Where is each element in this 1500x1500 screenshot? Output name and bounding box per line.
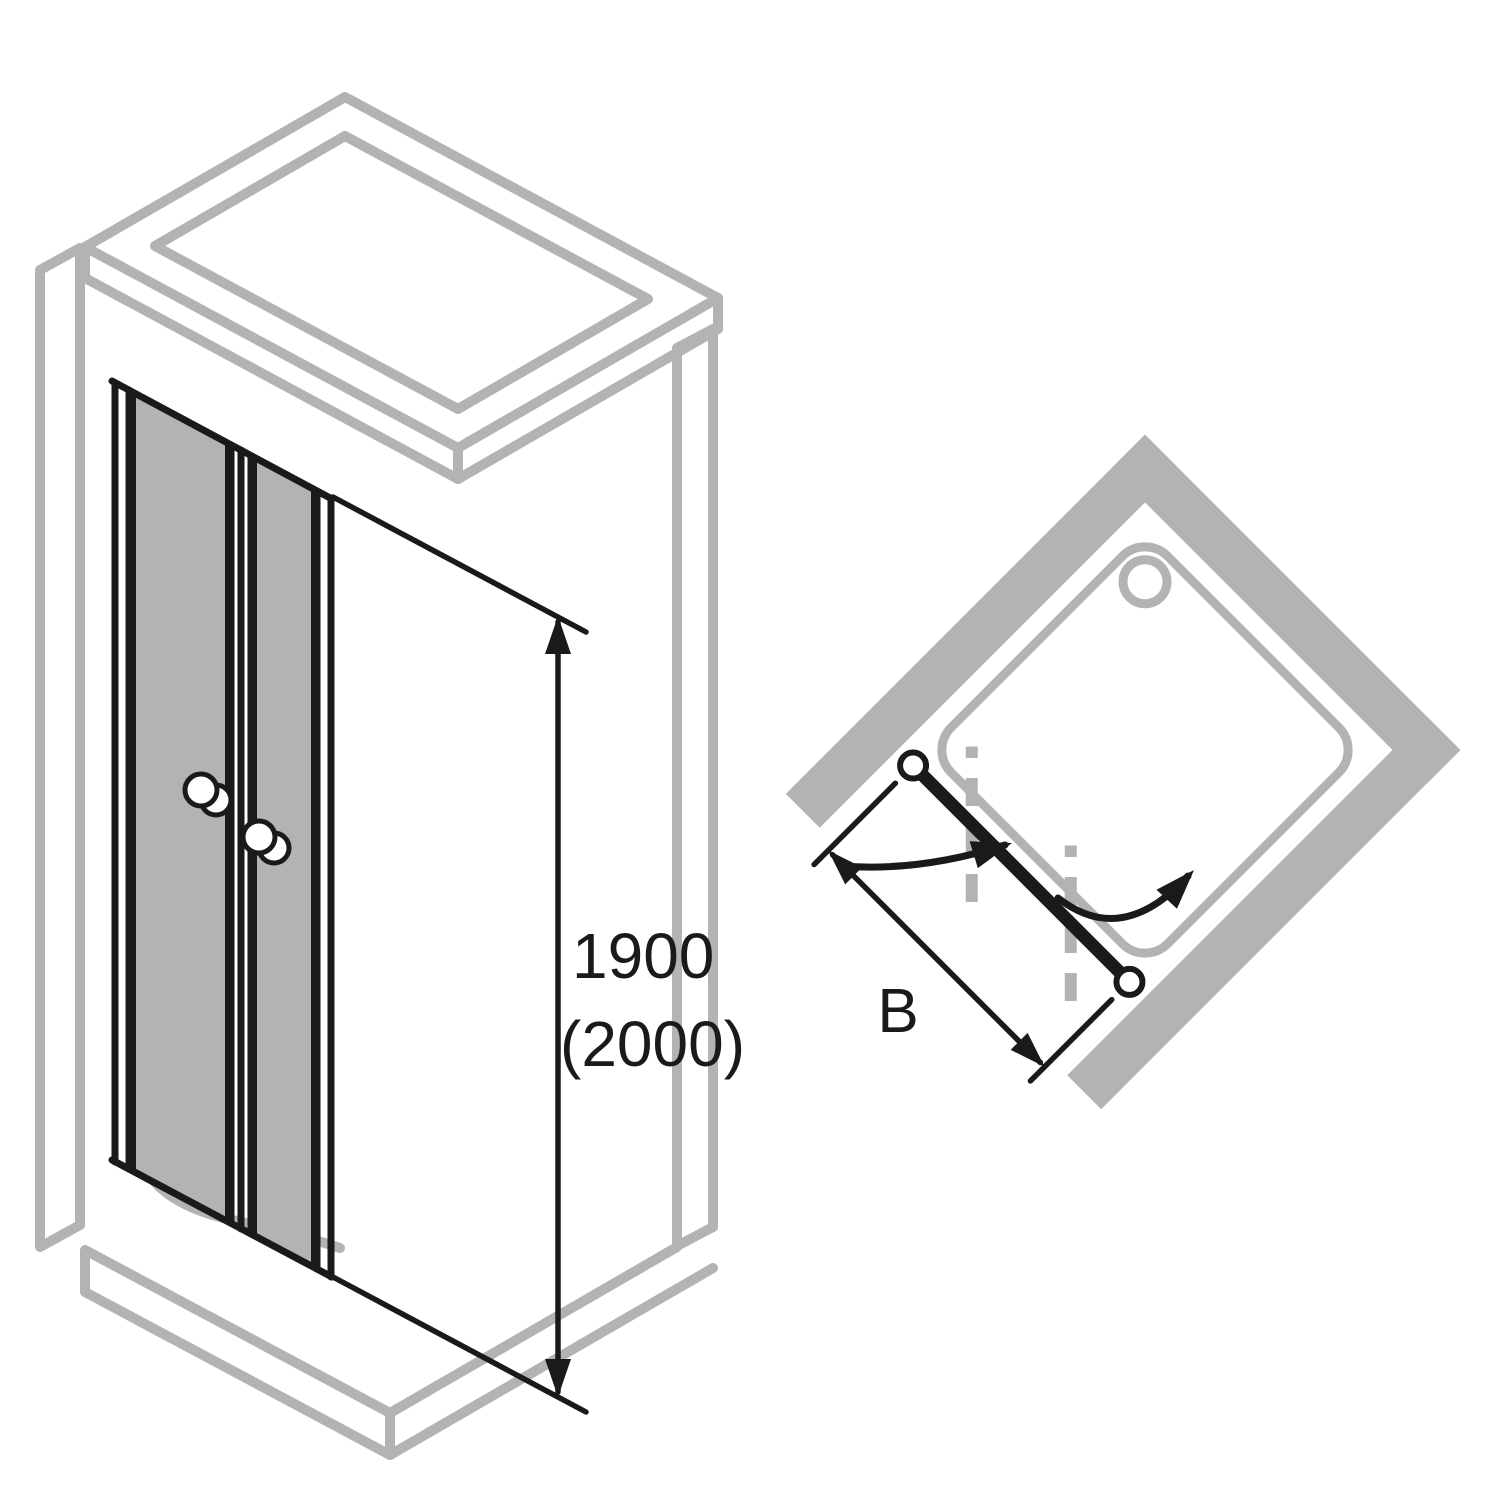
plan-wall-lower-right [1067, 716, 1461, 1110]
niche-right-wall [672, 324, 718, 1251]
width-dimension-line [829, 851, 1044, 1066]
swing-arrow-left [969, 841, 1012, 869]
height-extension-line-bottom [330, 1274, 589, 1415]
width-extension-line-1 [811, 780, 899, 868]
door-pivot-right [1113, 965, 1146, 998]
door-frame-top-edge [108, 377, 336, 503]
swing-arrow-right [1156, 870, 1194, 909]
height-extension-line-top [330, 494, 589, 635]
door-knob-right-front [240, 818, 278, 856]
width-extension-line-2 [1027, 996, 1115, 1084]
door-knob-left [182, 771, 234, 818]
niche-left-wall [35, 243, 85, 1252]
rim-outer-edge [80, 92, 723, 453]
double-swing-door-unit [108, 377, 336, 1281]
door-glass-right [253, 454, 315, 1271]
height-arrow-bottom [545, 1359, 571, 1397]
door-dashed-position-2 [1064, 845, 1077, 1002]
plan-view: B [785, 434, 1461, 1110]
plan-wall-upper-left [785, 434, 1179, 828]
door-pivot-left [897, 749, 930, 782]
height-dimension-label-primary: 1900 [572, 920, 714, 992]
door-frame-bottom-edge [108, 1156, 336, 1281]
isometric-niche-view: 1900 (2000) [35, 92, 745, 1460]
height-arrow-top [545, 616, 571, 654]
tray-top-back-edge [385, 1242, 682, 1418]
plan-door-line [915, 768, 1127, 980]
plan-wall-upper-right [1111, 434, 1461, 784]
plan-drain-circle [1118, 555, 1172, 609]
width-dimension [811, 780, 1115, 1084]
width-dimension-label: B [877, 977, 918, 1046]
plan-shower-tray [937, 542, 1353, 958]
height-dimension: 1900 (2000) [330, 494, 745, 1415]
rim-lower-front-edge [80, 273, 463, 484]
door-dashed-position-1 [965, 746, 978, 903]
door-knob-right [240, 818, 292, 866]
niche-top-rim [80, 92, 723, 484]
height-dimension-label-secondary: (2000) [560, 1008, 745, 1080]
plan-rotated-group [785, 434, 1461, 1110]
door-knob-left-front [182, 771, 220, 809]
rim-inner-edge [150, 131, 653, 414]
door-swing-indicators [838, 841, 1194, 922]
width-arrow-end-2 [1010, 1032, 1045, 1067]
